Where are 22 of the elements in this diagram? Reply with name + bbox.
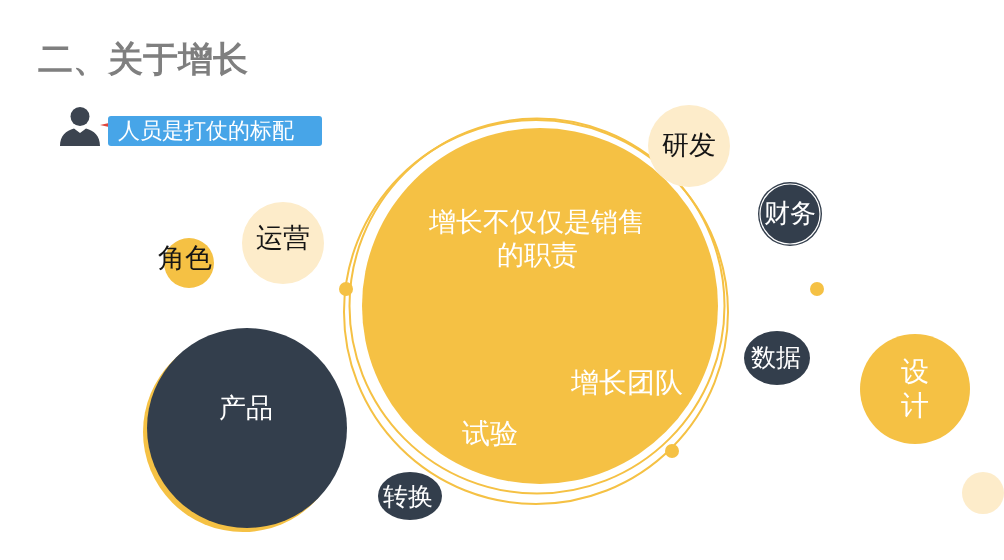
banner	[108, 116, 322, 146]
bubble-text: 试验	[462, 416, 518, 452]
bubble-text: 设计	[900, 354, 930, 424]
dot	[810, 282, 824, 296]
banner-text: 人员是打仗的标配	[118, 117, 294, 145]
bubble	[143, 328, 348, 533]
bubble	[648, 105, 730, 187]
bubble	[962, 472, 1004, 514]
bubble-text: 增长团队	[571, 365, 683, 401]
page-title: 二、关于增长	[38, 38, 248, 80]
bubble	[242, 202, 324, 284]
bubble	[744, 331, 810, 385]
bubble	[860, 334, 970, 444]
bubble-text: 转换	[383, 481, 433, 513]
bubble-text: 增长不仅仅是销售的职责	[428, 206, 646, 272]
bubble-text: 研发	[662, 128, 716, 162]
bubble-text: 产品	[219, 391, 273, 425]
bubble	[758, 182, 822, 246]
bubble-text: 财务	[764, 198, 816, 230]
bubble-text: 运营	[256, 221, 310, 255]
bubble-text: 数据	[751, 342, 801, 374]
bubble	[378, 472, 442, 520]
